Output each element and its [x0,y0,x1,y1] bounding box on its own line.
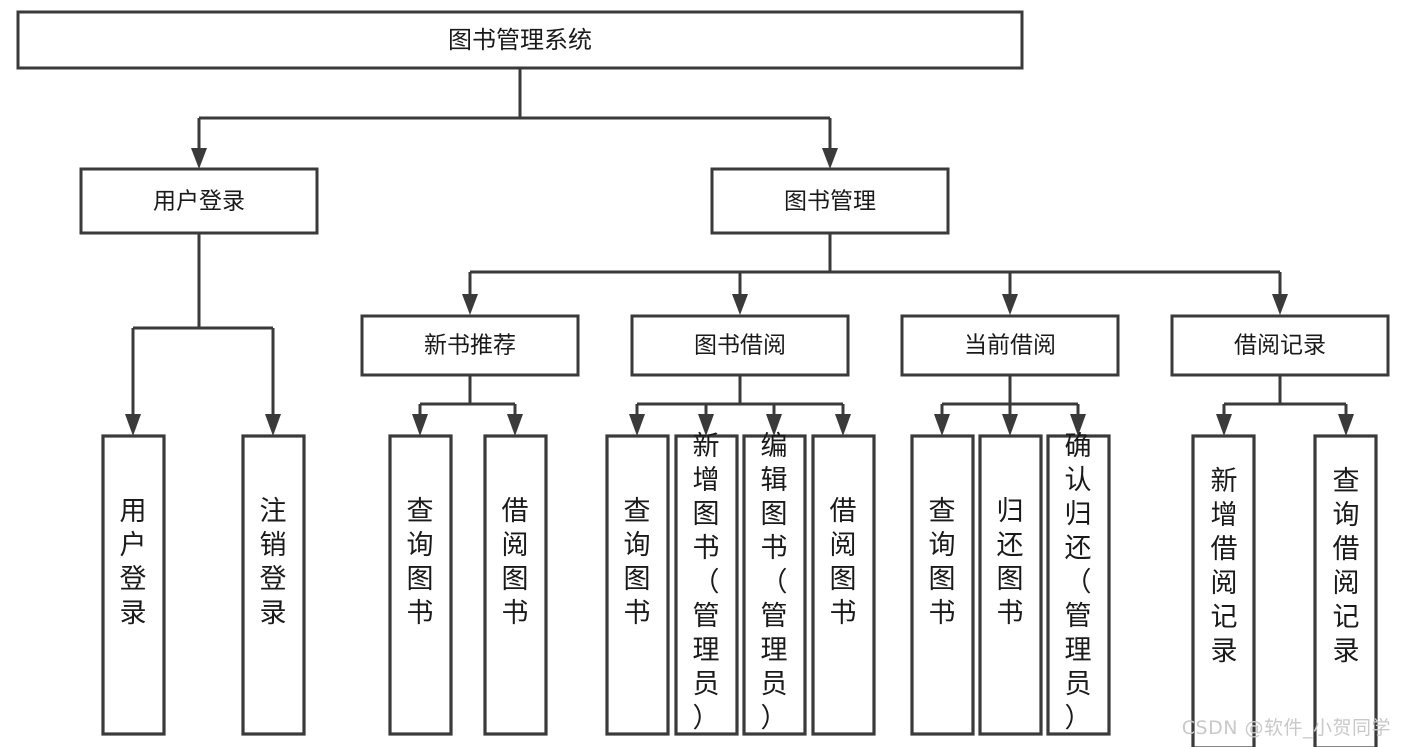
arrow-to-book-borrow [732,294,748,315]
node-user-login-box[interactable] [79,167,319,235]
arrow-to-new-book [462,294,478,315]
arrow-to-book-manage [822,148,838,169]
leaf-new-book-1-box[interactable] [388,434,453,736]
arrow-leaf-book-borrow-4 [835,414,851,436]
connector-group-book-manage [462,233,1288,315]
leaf-borrow-record-1[interactable]: 新增借阅记录 [1191,434,1256,747]
node-borrow-record-box[interactable] [1170,314,1390,377]
leaf-current-borrow-1-box[interactable] [910,434,975,736]
arrow-to-user-login [191,148,207,169]
connector-group-book-borrow [629,375,851,436]
leaf-book-borrow-1-box[interactable] [605,434,670,736]
leaf-book-borrow-1[interactable]: 查询图书 [605,434,670,736]
node-current-borrow-box[interactable] [900,314,1120,377]
arrow-to-borrow-record [1272,294,1288,315]
leaf-current-borrow-1[interactable]: 查询图书 [910,434,975,736]
leaf-book-borrow-3-label: 编辑图书（管理员） [761,431,788,734]
leaf-new-book-2-box[interactable] [483,434,548,736]
leaf-book-borrow-4-box[interactable] [811,434,876,736]
leaf-user-login-2-label: 注销登录 [260,496,287,629]
leaf-current-borrow-3[interactable]: 确认归还（管理员） [1046,431,1111,736]
connector-group-current-borrow [934,375,1086,436]
leaf-user-login-1[interactable]: 用户登录 [101,434,166,736]
arrow-leaf-current-borrow-1 [934,414,950,436]
leaf-new-book-1[interactable]: 查询图书 [388,434,453,736]
leaf-user-login-2-box[interactable] [241,434,306,736]
arrow-leaf-user-login-2 [265,414,281,436]
node-book-manage-box[interactable] [710,167,950,235]
connector-group-root [191,68,838,169]
leaf-book-borrow-1-label: 查询图书 [624,496,651,629]
node-book-borrow-label: 图书借阅 [694,333,786,359]
leaf-borrow-record-1-label: 新增借阅记录 [1211,466,1238,667]
node-user-login-label: 用户登录 [153,189,245,215]
node-current-borrow-label: 当前借阅 [964,333,1056,359]
leaf-user-login-2[interactable]: 注销登录 [241,434,306,736]
leaf-current-borrow-3-box[interactable] [1046,434,1111,736]
arrow-to-current-borrow [1002,294,1018,315]
leaf-book-borrow-2-box[interactable] [674,434,739,736]
arrow-leaf-new-book-1 [412,414,428,436]
arrow-leaf-book-borrow-1 [629,414,645,436]
leaf-book-borrow-3[interactable]: 编辑图书（管理员） [742,431,807,736]
connector-group-user-login [125,233,281,436]
leaf-book-borrow-4-label: 借阅图书 [830,496,857,629]
leaf-new-book-2-label: 借阅图书 [502,496,529,629]
arrow-leaf-borrow-record-2 [1338,414,1354,436]
leaf-current-borrow-2-box[interactable] [978,434,1043,736]
leaf-user-login-1-box[interactable] [101,434,166,736]
leaf-new-book-1-label: 查询图书 [407,496,434,629]
leaf-borrow-record-2-label: 查询借阅记录 [1333,466,1360,667]
connector-group-borrow-record [1216,375,1354,436]
node-new-book-recommend[interactable]: 新书推荐 [360,314,580,377]
node-book-manage[interactable]: 图书管理 [710,167,950,235]
leaf-current-borrow-2[interactable]: 归还图书 [978,434,1043,736]
node-root[interactable]: 图书管理系统 [16,10,1024,70]
arrow-leaf-new-book-2 [507,414,523,436]
leaf-book-borrow-4[interactable]: 借阅图书 [811,434,876,736]
leaf-book-borrow-2[interactable]: 新增图书（管理员） [674,431,739,736]
arrow-leaf-book-borrow-3 [766,414,782,436]
arrow-leaf-book-borrow-2 [698,414,714,436]
connector-group-new-book [412,375,523,436]
arrow-leaf-borrow-record-1 [1216,414,1232,436]
leaf-borrow-record-2-box[interactable] [1313,434,1378,747]
leaf-new-book-2[interactable]: 借阅图书 [483,434,548,736]
node-root-label: 图书管理系统 [448,26,592,54]
leaf-book-borrow-2-label: 新增图书（管理员） [693,431,720,734]
node-new-book-recommend-label: 新书推荐 [424,333,516,359]
node-user-login[interactable]: 用户登录 [79,167,319,235]
node-new-book-recommend-box[interactable] [360,314,580,377]
leaf-book-borrow-3-box[interactable] [742,434,807,736]
node-current-borrow[interactable]: 当前借阅 [900,314,1120,377]
arrow-leaf-current-borrow-3 [1070,414,1086,436]
leaf-current-borrow-1-label: 查询图书 [929,496,956,629]
node-borrow-record[interactable]: 借阅记录 [1170,314,1390,377]
node-book-borrow-box[interactable] [630,314,850,377]
leaf-current-borrow-3-label: 确认归还（管理员） [1065,431,1092,734]
node-book-borrow[interactable]: 图书借阅 [630,314,850,377]
arrow-leaf-user-login-1 [125,414,141,436]
node-book-manage-label: 图书管理 [784,189,876,215]
arrow-leaf-current-borrow-2 [1002,414,1018,436]
leaf-borrow-record-1-box[interactable] [1191,434,1256,747]
leaf-current-borrow-2-label: 归还图书 [997,496,1024,629]
leaf-borrow-record-2[interactable]: 查询借阅记录 [1313,434,1378,747]
node-borrow-record-label: 借阅记录 [1234,333,1326,359]
node-root-box[interactable] [16,10,1024,70]
leaf-user-login-1-label: 用户登录 [120,496,147,629]
